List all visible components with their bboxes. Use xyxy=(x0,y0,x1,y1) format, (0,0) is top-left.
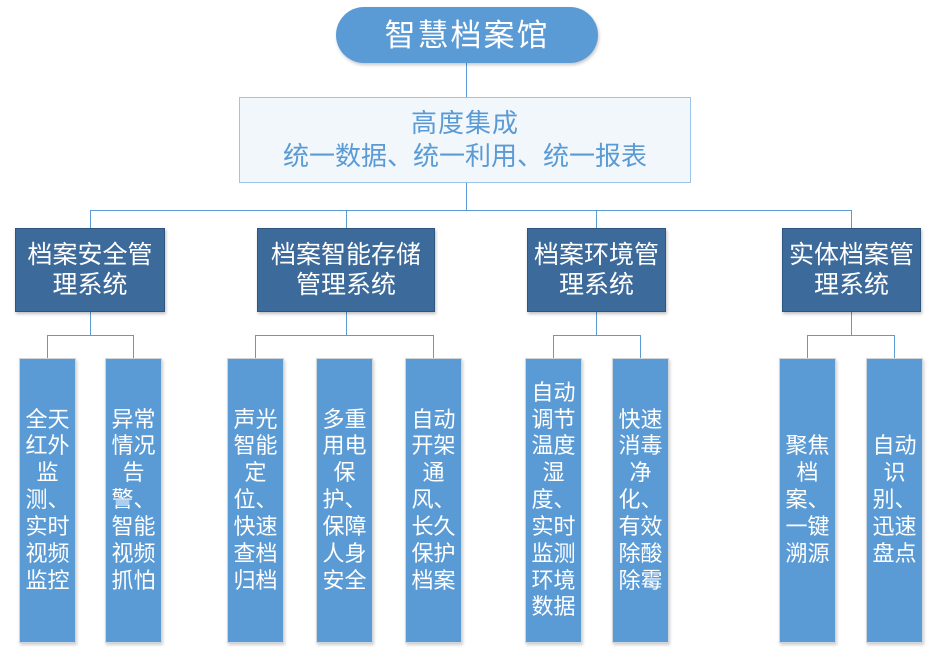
leaf-node-2-1[interactable]: 声光智能定位、快速查档归档 xyxy=(227,358,284,643)
leaf-node-4-2[interactable]: 自动识别、迅速盘点 xyxy=(866,358,923,643)
leaf-node-label: 自动开架通风、长久保护档案 xyxy=(411,406,456,593)
leaf-node-2-2[interactable]: 多重用电保护、保障人身安全 xyxy=(316,358,373,643)
connector-integration-trunk xyxy=(466,181,467,210)
connector-drop-leaf-2-3 xyxy=(433,335,434,358)
root-node[interactable]: 智慧档案馆 xyxy=(336,7,598,63)
integration-line-2: 统一数据、统一利用、统一报表 xyxy=(282,141,647,171)
leaf-node-label: 异常情况告警、智能视频抓怕 xyxy=(111,406,156,593)
system-node-physical-archive[interactable]: 实体档案管理系统 xyxy=(782,228,921,312)
connector-system-2-trunk xyxy=(346,312,347,335)
integration-line-1: 高度集成 xyxy=(410,108,519,139)
connector-root-to-integration xyxy=(466,63,467,97)
connector-system-1-bus xyxy=(47,335,134,336)
connector-system-4-trunk xyxy=(851,312,852,335)
leaf-node-label: 全天红外监测、实时视频监控 xyxy=(25,406,70,593)
connector-drop-leaf-1-2 xyxy=(133,335,134,358)
connector-drop-system-3 xyxy=(596,210,597,228)
system-node-smart-storage[interactable]: 档案智能存储管理系统 xyxy=(257,228,435,312)
leaf-node-label: 声光智能定位、快速查档归档 xyxy=(233,406,278,593)
root-node-label: 智慧档案馆 xyxy=(384,17,550,53)
system-node-label: 档案环境管理系统 xyxy=(533,240,659,300)
connector-drop-system-4 xyxy=(851,210,852,228)
connector-drop-system-1 xyxy=(90,210,91,228)
connector-drop-leaf-2-1 xyxy=(255,335,256,358)
system-node-environment[interactable]: 档案环境管理系统 xyxy=(527,228,666,312)
leaf-node-label: 多重用电保护、保障人身安全 xyxy=(322,406,367,593)
connector-drop-system-2 xyxy=(346,210,347,228)
connector-drop-leaf-3-2 xyxy=(640,335,641,358)
connector-system-3-bus xyxy=(553,335,641,336)
connector-drop-leaf-4-2 xyxy=(894,335,895,358)
system-node-label: 实体档案管理系统 xyxy=(788,240,914,300)
leaf-node-label: 自动识别、迅速盘点 xyxy=(872,433,917,566)
leaf-node-1-1[interactable]: 全天红外监测、实时视频监控 xyxy=(19,358,76,643)
leaf-node-1-2[interactable]: 异常情况告警、智能视频抓怕 xyxy=(105,358,162,643)
connector-system-1-trunk xyxy=(90,312,91,335)
connector-system-2-bus xyxy=(255,335,434,336)
connector-system-3-trunk xyxy=(596,312,597,335)
system-node-label: 档案安全管理系统 xyxy=(27,240,153,300)
connector-drop-leaf-4-1 xyxy=(807,335,808,358)
connector-system-4-bus xyxy=(807,335,895,336)
leaf-node-label: 快速消毒净化、有效除酸除霉 xyxy=(618,406,663,593)
leaf-node-2-3[interactable]: 自动开架通风、长久保护档案 xyxy=(405,358,462,643)
leaf-node-4-1[interactable]: 聚焦档案、一键溯源 xyxy=(779,358,836,643)
leaf-node-label: 自动调节温度湿度、实时监测环境数据 xyxy=(531,379,576,620)
integration-node[interactable]: 高度集成 统一数据、统一利用、统一报表 xyxy=(239,97,691,183)
connector-systems-bus xyxy=(90,210,851,211)
connector-drop-leaf-1-1 xyxy=(47,335,48,358)
leaf-node-3-1[interactable]: 自动调节温度湿度、实时监测环境数据 xyxy=(525,358,582,643)
system-node-archive-security[interactable]: 档案安全管理系统 xyxy=(15,228,165,312)
system-node-label: 档案智能存储管理系统 xyxy=(270,240,421,300)
leaf-node-3-2[interactable]: 快速消毒净化、有效除酸除霉 xyxy=(612,358,669,643)
leaf-node-label: 聚焦档案、一键溯源 xyxy=(785,433,830,566)
connector-drop-leaf-3-1 xyxy=(553,335,554,358)
